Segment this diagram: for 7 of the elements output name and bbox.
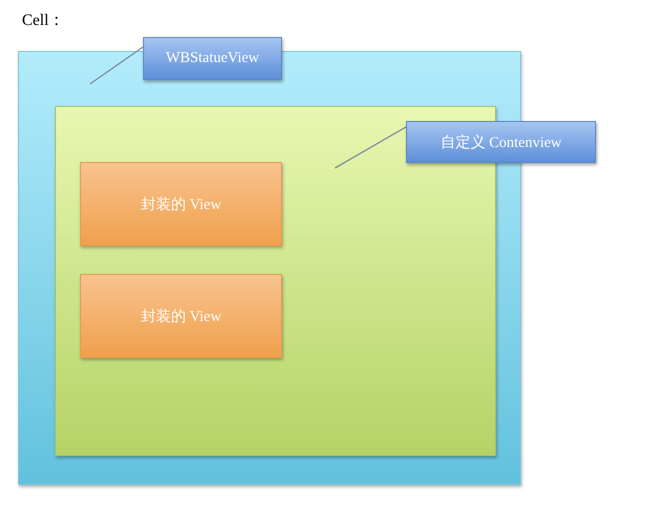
view-box: 封装的 View: [80, 162, 282, 246]
callout-box: 自定义 Contenview: [406, 121, 596, 163]
leader-line: [90, 46, 144, 85]
title: Cell：: [22, 11, 65, 31]
view-box: 封装的 View: [80, 274, 282, 358]
callout-box: WBStatueView: [143, 37, 282, 80]
leader-line: [334, 126, 406, 169]
